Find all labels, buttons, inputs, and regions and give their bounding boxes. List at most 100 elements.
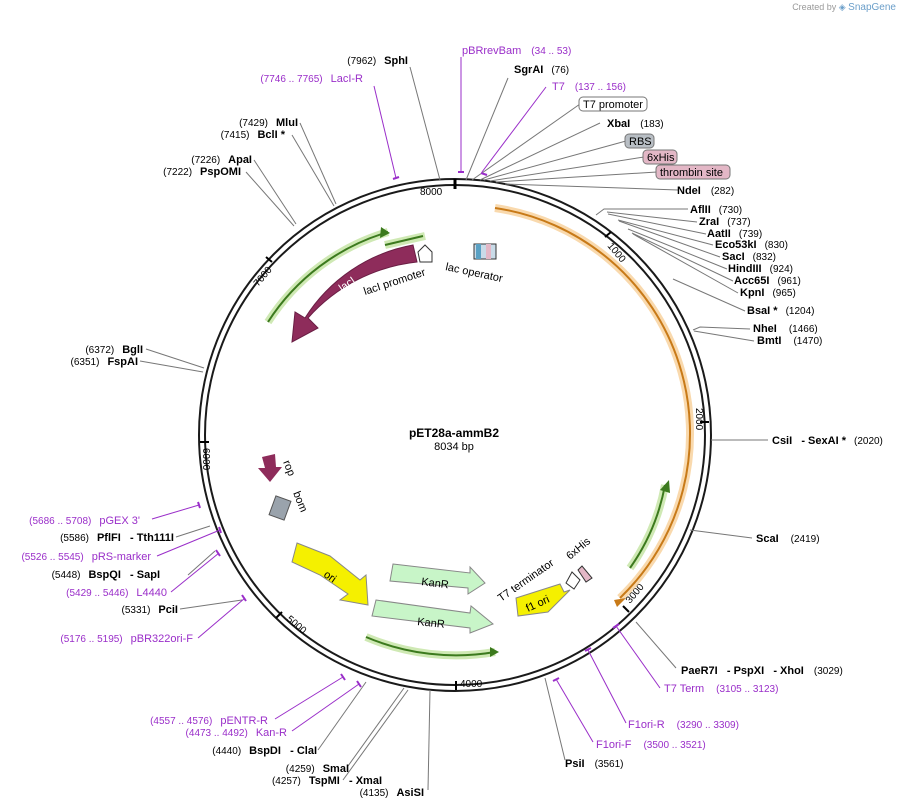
plasmid-length: 8034 bp [434, 441, 474, 453]
primer-f1ori-r[interactable]: F1ori-R(3290 .. 3309) [628, 719, 739, 731]
primer-labels: pBRrevBam(34 .. 53) T7(137 .. 156) (7746… [21, 45, 778, 751]
site-bgli[interactable]: (6372)BglI [85, 344, 143, 356]
leader-psii [544, 677, 566, 761]
laci-arrow [291, 244, 418, 343]
site-bsai[interactable]: BsaI *(1204) [747, 305, 814, 317]
tick-mark-7000 [265, 256, 273, 263]
site-bcli[interactable]: (7415)BclI * [221, 129, 286, 141]
site-saci[interactable]: SacI(832) [722, 251, 776, 263]
ring-features [264, 204, 695, 660]
sites-left: (7962)SphI (7429)MluI (7415)BclI * (7226… [52, 55, 424, 799]
boxed-features: T7 promoter RBS 6xHis thrombin site [578, 96, 731, 180]
primer-line-t7term [615, 625, 661, 689]
site-mlui[interactable]: (7429)MluI [239, 117, 298, 129]
site-eco53ki[interactable]: Eco53kI(830) [715, 239, 788, 251]
orange-arc [494, 207, 692, 599]
site-kpni[interactable]: KpnI(965) [740, 287, 796, 299]
credit-prefix: Created by [792, 2, 837, 12]
leader-pcii [179, 599, 243, 610]
green-arc-right-glow [626, 484, 669, 571]
site-pflfi-tth111i[interactable]: (5586)PflFI - Tth111I [60, 532, 174, 544]
primer-line-f1ori-r [587, 649, 627, 724]
leader-fspai [139, 360, 204, 373]
site-nhei[interactable]: NheI(1466) [753, 323, 818, 335]
site-sgrai[interactable]: SgrAI(76) [514, 64, 569, 76]
leader-bcli [291, 134, 335, 207]
green-arc-right-arrowhead [660, 480, 670, 493]
primer-mark-t7term [612, 623, 620, 629]
tick-mark-1000 [604, 231, 612, 238]
site-ndei[interactable]: NdeI(282) [677, 185, 734, 197]
primer-mark-pgex [197, 501, 201, 509]
leader-nhei [692, 326, 751, 331]
primer-f1ori-f[interactable]: F1ori-F(3500 .. 3521) [596, 739, 706, 751]
leader-bsai [672, 278, 746, 312]
primer-lines [151, 57, 661, 743]
leader-pspomi [245, 171, 295, 227]
site-xbai[interactable]: XbaI(183) [607, 118, 664, 130]
leader-hindiii [627, 228, 728, 270]
site-aflii[interactable]: AflII(730) [690, 204, 742, 216]
site-pspomi[interactable]: (7222)PspOMI [163, 166, 241, 178]
primer-mark-l4440 [215, 549, 221, 557]
primer-pbrrevbam[interactable]: pBRrevBam(34 .. 53) [462, 45, 571, 57]
primer-t7-term[interactable]: T7 Term(3105 .. 3123) [664, 683, 778, 695]
primer-mark-laci-r [392, 176, 400, 180]
leader-aatii [607, 213, 707, 235]
primer-pentr-r[interactable]: (4557 .. 4576)pENTR-R [150, 715, 268, 727]
kanr-arrow-top [389, 563, 486, 595]
site-fspai[interactable]: (6351)FspAI [71, 356, 138, 368]
site-sphi[interactable]: (7962)SphI [347, 55, 408, 67]
site-tspmi-xmai[interactable]: (4257)TspMI - XmaI [272, 775, 382, 787]
primer-line-l4440 [170, 552, 220, 593]
site-bmti[interactable]: BmtI(1470) [757, 335, 822, 347]
green-arc-bottom [365, 636, 496, 657]
lac-operator-label: lac operator [444, 261, 504, 285]
site-smai[interactable]: (4259)SmaI [286, 763, 349, 775]
small-feature-pink [577, 565, 593, 583]
site-csii-sexai[interactable]: CsiI - SexAI *(2020) [772, 435, 883, 447]
green-arc-top-arrowhead [380, 227, 390, 238]
primer-line-prs [156, 529, 221, 557]
rbs-box [624, 133, 655, 149]
tick-label-2000: 2000 [693, 408, 704, 431]
site-acc65i[interactable]: Acc65I(961) [734, 275, 801, 287]
laci-promoter-arrow [417, 244, 433, 263]
snapgene-credit: Created by ◈ SnapGene [792, 2, 896, 13]
tick-mark-3000 [622, 605, 630, 613]
site-zrai[interactable]: ZraI(737) [699, 216, 751, 228]
primer-laci-r[interactable]: (7746 .. 7765)LacI-R [260, 73, 363, 85]
leader-thrombin [495, 171, 658, 183]
small-feature-white [565, 571, 581, 590]
bom-box [268, 495, 292, 521]
primer-t7[interactable]: T7(137 .. 156) [552, 81, 626, 93]
leader-ndei [504, 183, 679, 191]
site-bspqi-sapi[interactable]: (5448)BspQI - SapI [52, 569, 160, 581]
tick-mark-5000 [275, 611, 283, 619]
primer-prs-marker[interactable]: (5526 .. 5545)pRS-marker [21, 551, 151, 563]
primer-mark-pentr [340, 673, 346, 681]
his-label[interactable]: 6xHis [647, 152, 675, 164]
credit-brand: SnapGene [848, 2, 896, 13]
thrombin-label[interactable]: thrombin site [660, 167, 723, 179]
rbs-label[interactable]: RBS [629, 136, 652, 148]
leader-aflii [595, 208, 688, 216]
primer-pgex[interactable]: (5686 .. 5708)pGEX 3' [29, 515, 140, 527]
site-apai[interactable]: (7226)ApaI [191, 154, 252, 166]
leader-lines [139, 66, 768, 791]
primer-pbr322ori-f[interactable]: (5176 .. 5195)pBR322ori-F [60, 633, 193, 645]
site-psii[interactable]: PsiI(3561) [565, 758, 623, 770]
site-scai[interactable]: ScaI(2419) [756, 533, 820, 545]
primer-kan-r[interactable]: (4473 .. 4492)Kan-R [186, 727, 288, 739]
t7-promoter-label[interactable]: T7 promoter [583, 99, 643, 111]
site-asisi[interactable]: (4135)AsiSI [360, 787, 424, 799]
green-arc-right [629, 484, 666, 569]
site-hindiii[interactable]: HindIII(924) [728, 263, 793, 275]
green-arc-top-glow [264, 228, 390, 325]
site-paer7i-pspxi-xhoi[interactable]: PaeR7I - PspXI - XhoI(3029) [681, 665, 843, 677]
primer-line-f1ori-f [555, 678, 594, 743]
site-bspdi-clai[interactable]: (4440)BspDI - ClaI [212, 745, 317, 757]
primer-l4440[interactable]: (5429 .. 5446)L4440 [66, 587, 167, 599]
site-aatii[interactable]: AatII(739) [707, 228, 762, 240]
site-pcii[interactable]: (5331)PciI [122, 604, 178, 616]
